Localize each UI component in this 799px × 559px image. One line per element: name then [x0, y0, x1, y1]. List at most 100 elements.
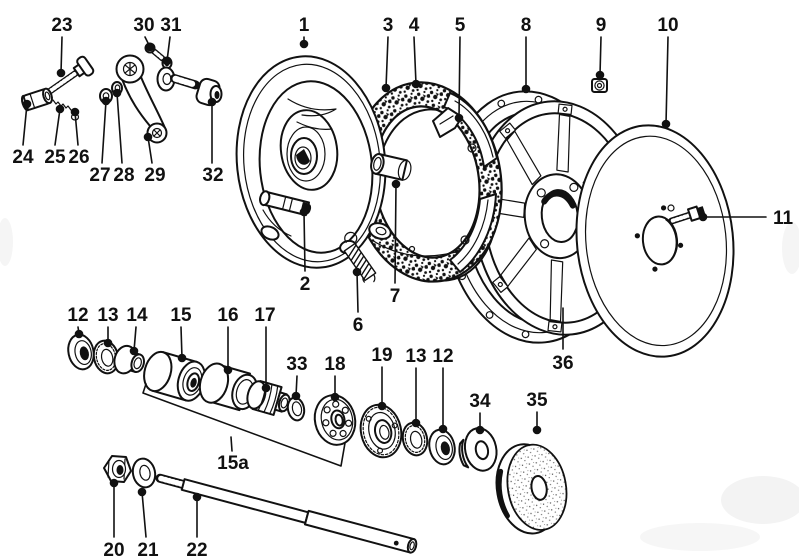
- leader-dot: [411, 79, 421, 89]
- callout-5-3: 5: [454, 15, 466, 123]
- leader-dot: [192, 492, 202, 502]
- leader-line: [230, 436, 233, 452]
- callout-13-22: 13: [97, 305, 119, 348]
- callout-14-23: 14: [126, 305, 148, 356]
- leader-dot: [454, 113, 464, 123]
- callout-label: 18: [324, 354, 345, 375]
- leader-line: [385, 36, 389, 89]
- leader-dot: [101, 96, 111, 106]
- callout-19-29: 19: [371, 345, 393, 411]
- callout-12-31: 12: [432, 346, 454, 434]
- leader-dot: [103, 338, 113, 348]
- background-smudges: [0, 218, 799, 551]
- callout-label: 12: [67, 305, 88, 326]
- spoke-pad: [499, 122, 517, 139]
- leader-dot: [698, 212, 708, 222]
- callout-6-19: 6: [352, 267, 364, 336]
- callout-label: 22: [186, 540, 207, 559]
- leader-line: [74, 111, 79, 146]
- spoke-pad: [547, 320, 563, 333]
- bearing-row: [67, 333, 568, 535]
- callout-13-30: 13: [405, 346, 427, 428]
- callout-28-15: 28: [112, 88, 135, 186]
- leader-line: [413, 36, 417, 85]
- callout-29-16: 29: [143, 132, 166, 186]
- bearing-retainer-19: [359, 403, 403, 459]
- leader-dot: [137, 487, 147, 497]
- seal-ring-12b: [428, 428, 456, 466]
- callout-34-32: 34: [469, 391, 491, 435]
- callout-label: 7: [390, 286, 401, 307]
- leader-dot: [661, 119, 671, 129]
- callout-label: 26: [68, 147, 89, 168]
- leader-line: [141, 491, 147, 538]
- leader-dot: [56, 68, 66, 78]
- callout-12-21: 12: [67, 305, 89, 339]
- callout-20-35: 20: [103, 478, 125, 559]
- callout-label: 13: [405, 346, 426, 367]
- leader-line: [665, 36, 669, 125]
- leader-dot: [299, 207, 309, 217]
- leader-dot: [411, 418, 421, 428]
- callout-label: 16: [217, 305, 238, 326]
- callout-label: 12: [432, 346, 453, 367]
- bolt-11-washer: [667, 204, 675, 212]
- callout-18-28: 18: [324, 354, 346, 402]
- leader-line: [599, 36, 602, 76]
- wheel-spoke: [556, 113, 571, 173]
- callout-33-27: 33: [286, 354, 308, 401]
- callout-4-2: 4: [409, 15, 421, 89]
- callout-15a-38: 15a: [142, 383, 346, 474]
- callout-label: 34: [469, 391, 491, 412]
- leader-line: [458, 36, 461, 119]
- callout-label: 5: [455, 15, 466, 36]
- cover-disc-35: [495, 443, 568, 535]
- brake-backing-plate-1: [235, 55, 387, 269]
- leader-line: [22, 103, 28, 146]
- callout-label: 13: [97, 305, 118, 326]
- callout-24-11: 24: [12, 99, 34, 168]
- callout-label: 19: [371, 345, 392, 366]
- callout-label: 8: [521, 15, 532, 36]
- callout-36-34: 36: [552, 307, 574, 374]
- hub-7-details: [368, 153, 457, 257]
- callout-25-12: 25: [44, 104, 66, 168]
- callout-label: 9: [596, 15, 607, 36]
- wheel-spoke: [549, 259, 564, 323]
- callout-27-14: 27: [89, 96, 111, 186]
- axle-22: [155, 473, 418, 554]
- adjuster-link-5: [432, 107, 463, 138]
- hub-sleeve: [370, 153, 412, 181]
- leader-dot: [55, 104, 65, 114]
- bearing-ball: [323, 406, 331, 414]
- callout-23-8: 23: [51, 15, 73, 78]
- leader-dot: [532, 425, 542, 435]
- leader-line: [147, 136, 153, 164]
- callout-9-5: 9: [595, 15, 607, 80]
- callout-16-25: 16: [217, 305, 239, 375]
- callout-label: 17: [254, 305, 275, 326]
- callout-label: 11: [773, 208, 794, 229]
- leader-dot: [70, 107, 80, 117]
- threaded-sleeve-17: [246, 380, 291, 416]
- axle-nut-20: [103, 455, 132, 483]
- callout-1-0: 1: [299, 15, 310, 49]
- leader-dot: [377, 401, 387, 411]
- leader-dot: [223, 365, 233, 375]
- callout-label: 32: [202, 165, 223, 186]
- callout-label: 14: [126, 305, 148, 326]
- axle-group: [103, 455, 418, 554]
- leader-dot: [381, 83, 391, 93]
- callout-32-17: 32: [202, 97, 224, 186]
- callout-label: 6: [353, 315, 364, 336]
- nut-9: [591, 78, 608, 93]
- callout-15-24: 15: [170, 305, 192, 363]
- callout-10-6: 10: [657, 15, 679, 129]
- leader-dot: [109, 478, 119, 488]
- leader-dot: [112, 88, 122, 98]
- callout-label: 4: [409, 15, 420, 36]
- leader-dot: [330, 392, 340, 402]
- callout-label: 29: [144, 165, 165, 186]
